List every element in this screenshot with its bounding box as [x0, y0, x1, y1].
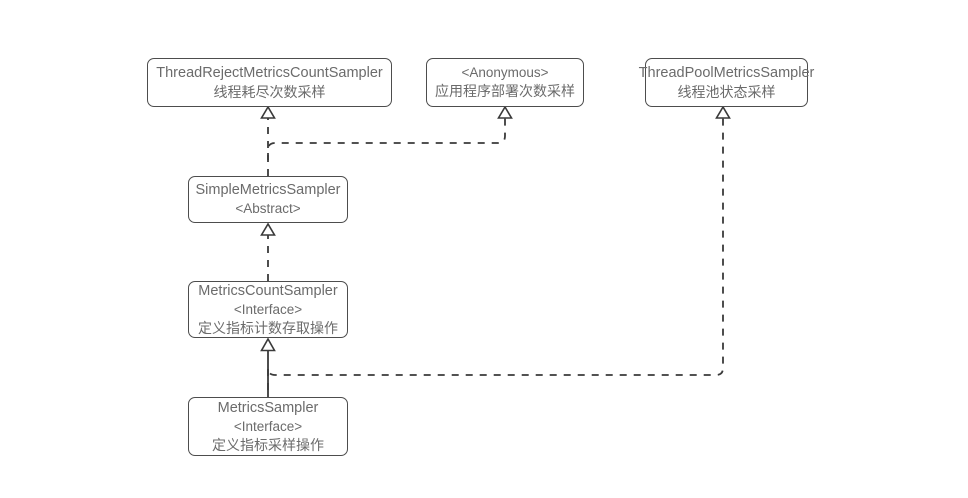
node-description: 线程池状态采样 — [677, 83, 776, 100]
node-anonymous[interactable]: <Anonymous> 应用程序部署次数采样 — [426, 58, 584, 107]
hollow-triangle-arrowhead — [497, 105, 513, 119]
hollow-triangle-arrowhead — [715, 105, 731, 119]
node-thread-reject-metrics-count-sampler[interactable]: ThreadRejectMetricsCountSampler 线程耗尽次数采样 — [147, 58, 392, 107]
node-title: ThreadPoolMetricsSampler — [638, 64, 815, 81]
node-description: 定义指标采样操作 — [212, 437, 324, 454]
hollow-triangle-arrowhead — [260, 222, 276, 236]
edge-metrics-sampler-to-thread-pool — [267, 105, 731, 390]
node-metrics-count-sampler[interactable]: MetricsCountSampler <Interface> 定义指标计数存取… — [188, 281, 348, 338]
node-stereotype: <Interface> — [233, 418, 303, 434]
node-title: ThreadRejectMetricsCountSampler — [156, 64, 383, 81]
node-stereotype: <Abstract> — [235, 201, 301, 217]
hollow-triangle-arrowhead — [260, 105, 276, 119]
node-description: 定义指标计数存取操作 — [198, 320, 338, 337]
node-metrics-sampler[interactable]: MetricsSampler <Interface> 定义指标采样操作 — [188, 397, 348, 456]
node-title: SimpleMetricsSampler — [195, 182, 341, 199]
node-thread-pool-metrics-sampler[interactable]: ThreadPoolMetricsSampler 线程池状态采样 — [639, 58, 814, 107]
node-title: MetricsSampler — [217, 399, 319, 416]
hollow-triangle-arrowhead — [260, 337, 276, 352]
node-simple-metrics-sampler[interactable]: SimpleMetricsSampler <Abstract> — [188, 176, 348, 223]
node-title: MetricsCountSampler — [198, 282, 338, 299]
edge-simple-to-thread-reject — [260, 105, 276, 176]
node-description: 应用程序部署次数采样 — [435, 83, 575, 100]
node-stereotype: <Interface> — [233, 301, 303, 317]
node-description: 线程耗尽次数采样 — [213, 83, 326, 100]
node-stereotype: <Anonymous> — [461, 64, 549, 80]
edge-metrics-count-to-simple — [260, 222, 276, 281]
edge-simple-to-anonymous — [267, 105, 513, 160]
